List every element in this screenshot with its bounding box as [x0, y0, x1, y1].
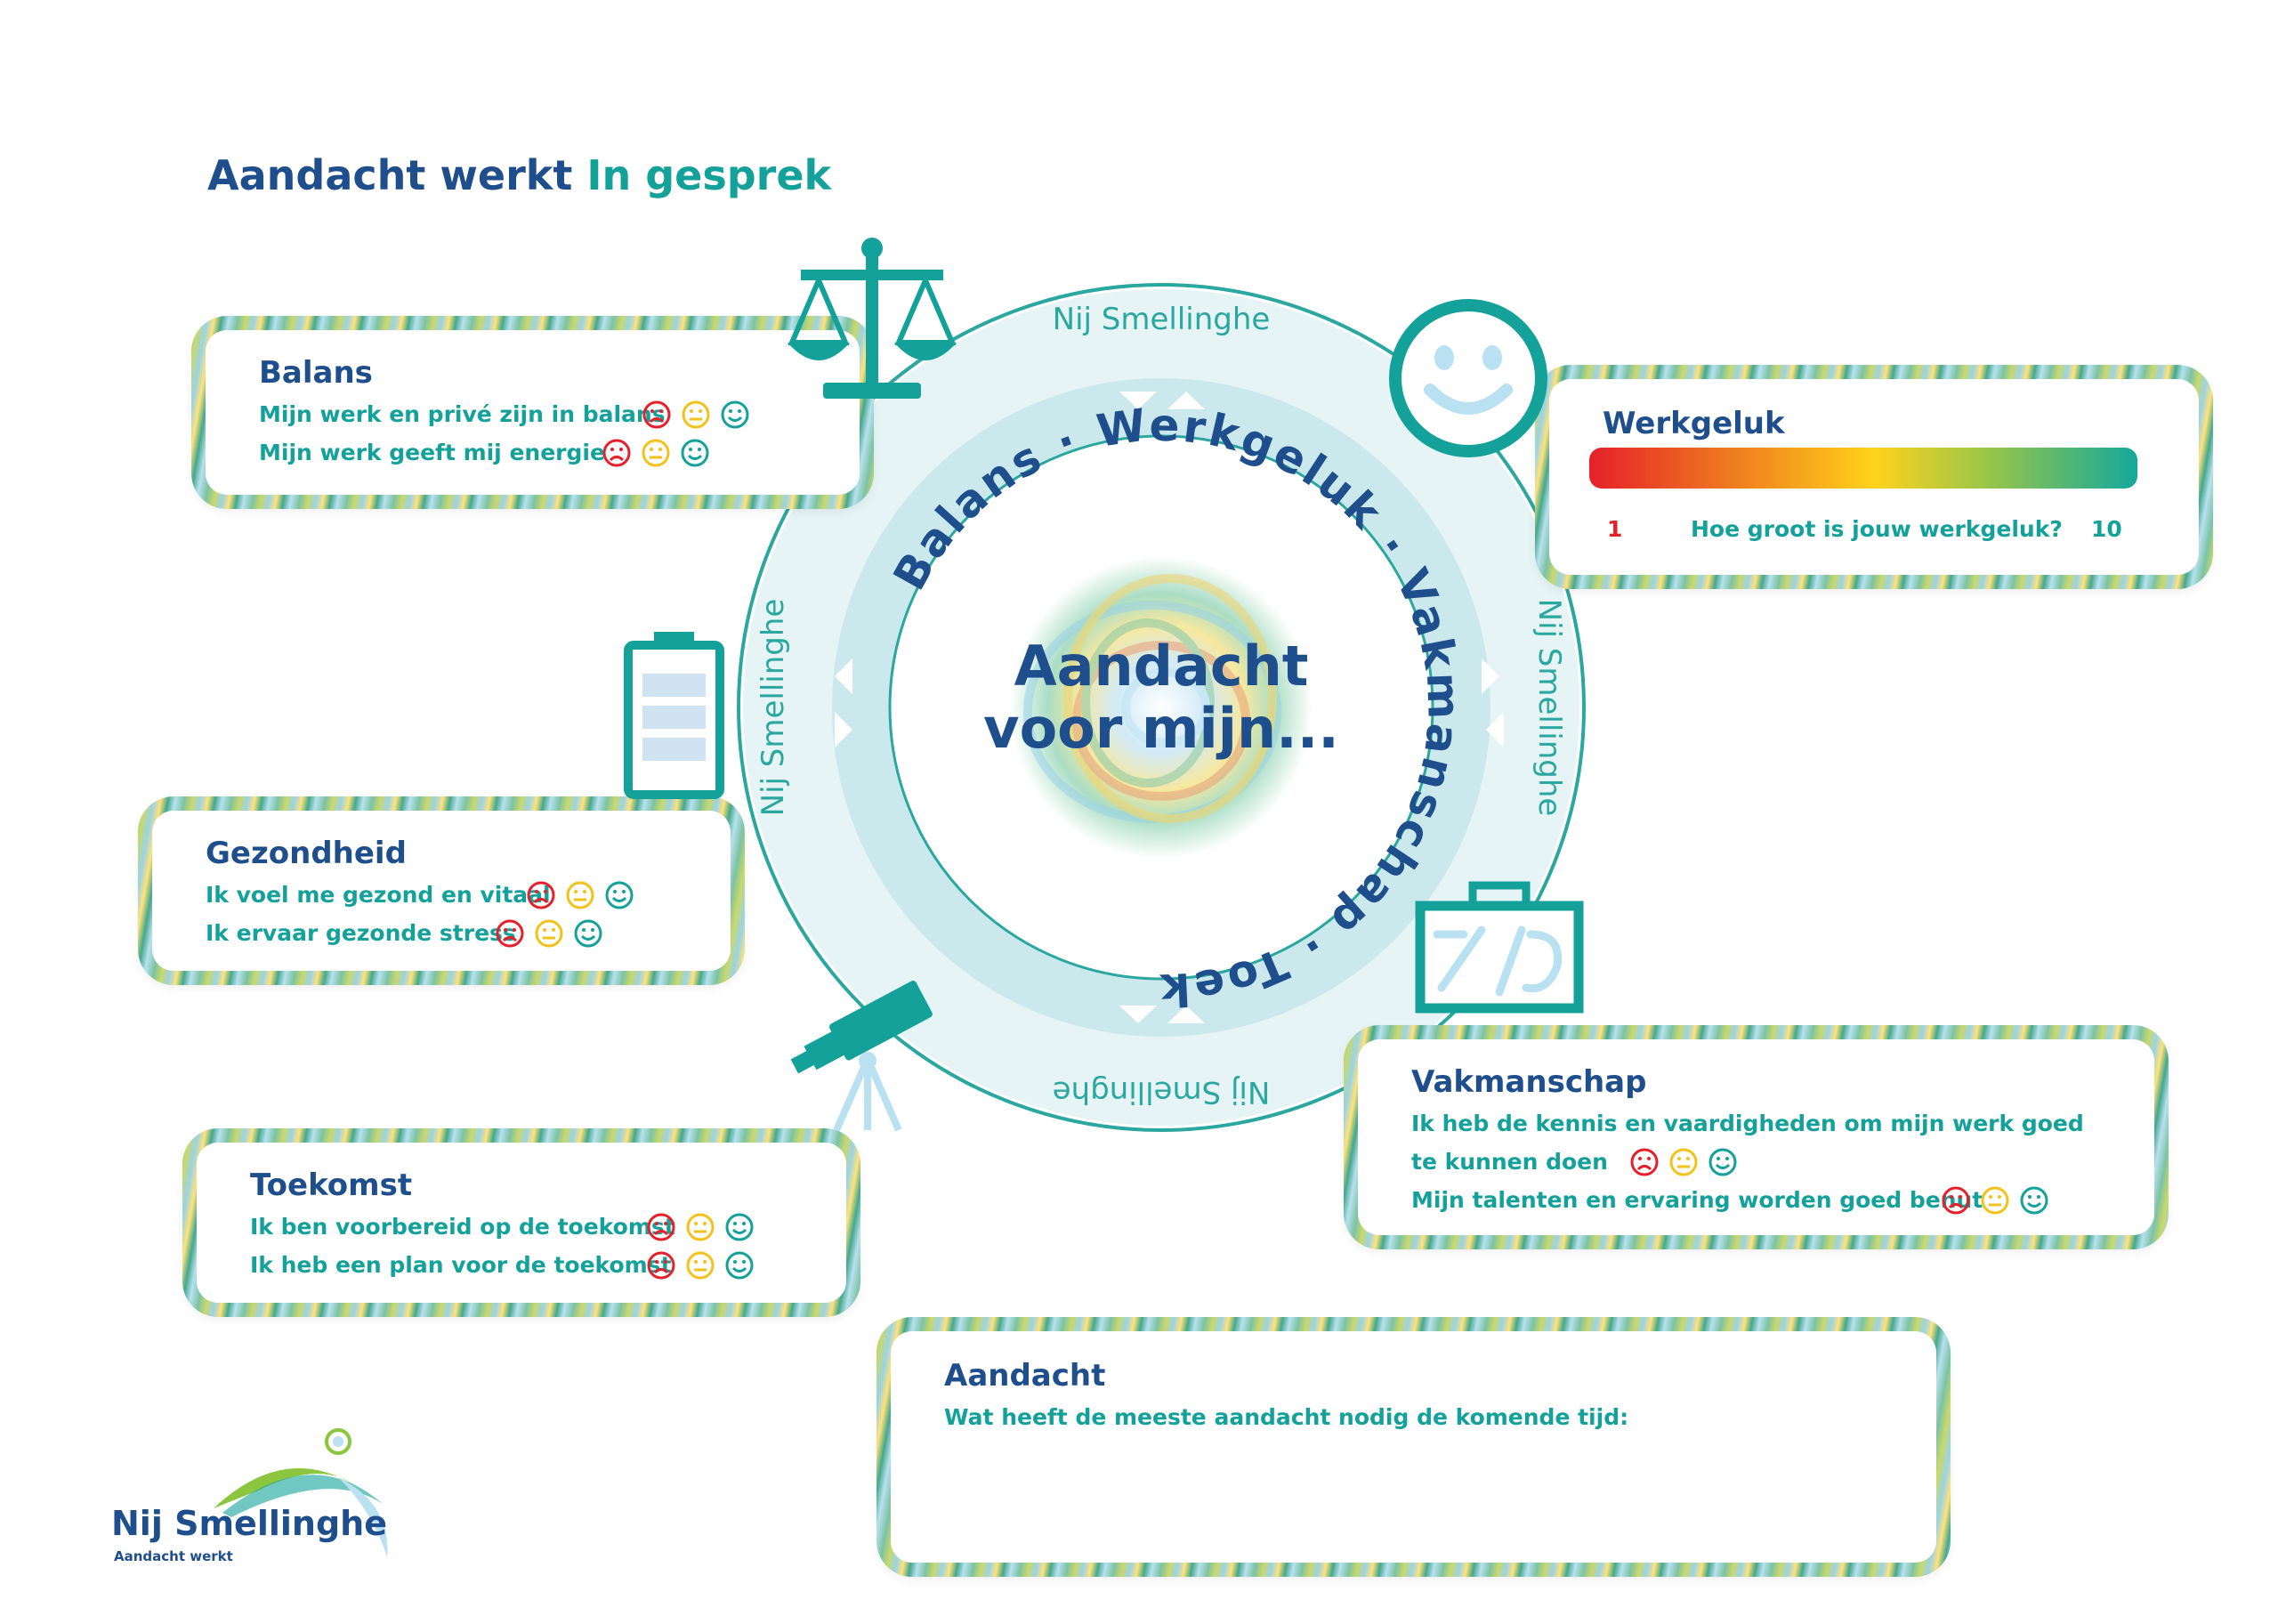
- gezondheid-item-1-rating[interactable]: [526, 880, 634, 910]
- center-line-2: voor mijn...: [983, 696, 1339, 761]
- vakmanschap-card: Vakmanschap Ik heb de kennis en vaardigh…: [1344, 1025, 2169, 1249]
- gezondheid-card: Gezondheid Ik voel me gezond en vitaal I…: [138, 796, 745, 985]
- balans-item-1: Mijn werk en privé zijn in balans: [259, 401, 666, 427]
- toekomst-item-2: Ik heb een plan voor de toekomst: [250, 1252, 672, 1278]
- neutral-face-icon[interactable]: [1980, 1185, 2010, 1216]
- scale-icon: [788, 238, 957, 399]
- gezondheid-item-2-rating[interactable]: [495, 918, 603, 949]
- sad-face-icon[interactable]: [526, 880, 556, 910]
- werkgeluk-scale-bar[interactable]: [1589, 448, 2137, 489]
- happy-face-icon[interactable]: [2019, 1185, 2049, 1216]
- neutral-face-icon[interactable]: [534, 918, 564, 949]
- sad-face-icon[interactable]: [642, 400, 672, 430]
- gezondheid-title: Gezondheid: [206, 836, 407, 871]
- ring-label-left: Nij Smellinghe: [755, 599, 791, 817]
- title-accent: In gesprek: [586, 151, 832, 199]
- neutral-face-icon[interactable]: [685, 1212, 715, 1242]
- aandacht-card[interactable]: Aandacht Wat heeft de meeste aandacht no…: [876, 1317, 1951, 1577]
- werkgeluk-question: Hoe groot is jouw werkgeluk?: [1691, 516, 2063, 542]
- balans-title: Balans: [259, 355, 373, 391]
- toolbox-icon: [1415, 881, 1584, 1014]
- ring-label-right: Nij Smellinghe: [1531, 599, 1567, 817]
- scale-min-label: 1: [1607, 516, 1623, 542]
- telescope-icon: [790, 981, 933, 1132]
- logo-tagline: Aandacht werkt: [114, 1548, 233, 1564]
- smiley-icon: [1389, 299, 1547, 457]
- vakmanschap-item-2-rating[interactable]: [1941, 1185, 2049, 1216]
- gezondheid-item-1: Ik voel me gezond en vitaal: [206, 882, 551, 908]
- sad-face-icon[interactable]: [1941, 1185, 1971, 1216]
- happy-face-icon[interactable]: [680, 438, 710, 468]
- balans-item-2-rating[interactable]: [602, 438, 710, 468]
- vakmanschap-item-1-rating[interactable]: [1629, 1147, 1738, 1177]
- aandacht-prompt: Wat heeft de meeste aandacht nodig de ko…: [944, 1404, 1629, 1430]
- balans-item-1-rating[interactable]: [642, 400, 750, 430]
- page-title: Aandacht werkt In gesprek: [207, 151, 831, 199]
- ring-label-top: Nij Smellinghe: [1053, 302, 1271, 337]
- scale-max-label: 10: [2091, 516, 2122, 542]
- happy-face-icon[interactable]: [724, 1212, 755, 1242]
- happy-face-icon[interactable]: [720, 400, 750, 430]
- balans-card: Balans Mijn werk en privé zijn in balans…: [191, 316, 874, 509]
- logo-swoosh-icon: [214, 1428, 388, 1557]
- sad-face-icon[interactable]: [495, 918, 525, 949]
- werkgeluk-title: Werkgeluk: [1603, 406, 1785, 441]
- happy-face-icon[interactable]: [573, 918, 603, 949]
- happy-face-icon[interactable]: [724, 1250, 755, 1281]
- sad-face-icon[interactable]: [1629, 1147, 1660, 1177]
- neutral-face-icon[interactable]: [685, 1250, 715, 1281]
- vakmanschap-item-1-line-2: te kunnen doen: [1411, 1149, 1608, 1175]
- happy-face-icon[interactable]: [604, 880, 634, 910]
- sad-face-icon[interactable]: [646, 1212, 676, 1242]
- ring-label-bottom: Nij Smellinghe: [1053, 1074, 1271, 1110]
- sad-face-icon[interactable]: [646, 1250, 676, 1281]
- neutral-face-icon[interactable]: [641, 438, 671, 468]
- happy-face-icon[interactable]: [1708, 1147, 1738, 1177]
- sad-face-icon[interactable]: [602, 438, 632, 468]
- neutral-face-icon[interactable]: [565, 880, 595, 910]
- battery-icon: [624, 632, 724, 799]
- ring-arrows: [835, 392, 1504, 1023]
- logo-name: Nij Smellinghe: [111, 1504, 387, 1543]
- toekomst-title: Toekomst: [250, 1168, 413, 1203]
- aandacht-title: Aandacht: [944, 1358, 1106, 1394]
- balans-item-2: Mijn werk geeft mij energie: [259, 440, 605, 465]
- neutral-face-icon[interactable]: [681, 400, 711, 430]
- toekomst-item-1-rating[interactable]: [646, 1212, 755, 1242]
- title-main: Aandacht werkt: [207, 151, 573, 199]
- vakmanschap-item-1-line-1: Ik heb de kennis en vaardigheden om mijn…: [1411, 1111, 2084, 1136]
- vakmanschap-title: Vakmanschap: [1411, 1064, 1647, 1100]
- toekomst-item-1: Ik ben voorbereid op de toekomst: [250, 1214, 675, 1240]
- center-line-1: Aandacht: [1014, 634, 1309, 699]
- toekomst-item-2-rating[interactable]: [646, 1250, 755, 1281]
- vakmanschap-item-2: Mijn talenten en ervaring worden goed be…: [1411, 1187, 1983, 1213]
- toekomst-card: Toekomst Ik ben voorbereid op de toekoms…: [182, 1128, 860, 1317]
- neutral-face-icon[interactable]: [1668, 1147, 1699, 1177]
- gezondheid-item-2: Ik ervaar gezonde stress: [206, 920, 516, 946]
